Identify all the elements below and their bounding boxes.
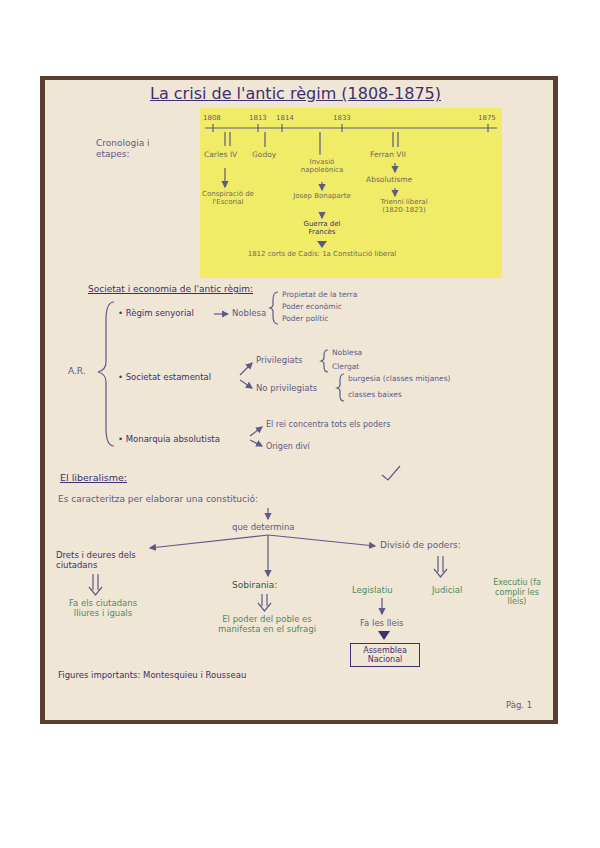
timeline-item: Conspiració de l'Escorial <box>196 190 260 207</box>
concept-label: Noblesa <box>232 308 266 318</box>
timeline-item: Josep Bonaparte <box>290 192 354 200</box>
footer-note: Figures importants: Montesquieu i Rousse… <box>58 670 246 680</box>
page-number: Pàg. 1 <box>506 700 532 710</box>
section-heading: El liberalisme: <box>60 472 127 483</box>
body-text: El poder del poble es manifesta en el su… <box>212 614 322 634</box>
year-label: 1808 <box>203 114 221 122</box>
timeline-item: Ferran VII <box>370 150 406 159</box>
section-label: Cronologia i etapes: <box>96 138 176 160</box>
year-label: 1833 <box>333 114 351 122</box>
detail-label: Origen diví <box>266 442 310 452</box>
concept-label: • Monarquia absolutista <box>118 434 220 444</box>
table-edge <box>40 76 558 724</box>
year-label: 1814 <box>276 114 294 122</box>
timeline-item: Trienni liberal (1820-1823) <box>368 198 440 215</box>
timeline-item: Guerra del Francès <box>292 220 352 237</box>
detail-label: Poder econòmic <box>282 302 342 311</box>
text-box: Assemblea Nacional <box>350 643 420 667</box>
branch-label: Sobirania: <box>232 580 277 591</box>
detail-label: Poder polític <box>282 314 328 323</box>
box-text: Assemblea Nacional <box>355 646 415 664</box>
timeline-item: Invasió napoleònica <box>288 158 356 175</box>
concept-label: Privilegiats <box>256 355 303 365</box>
detail-label: Noblesa <box>332 348 362 357</box>
concept-label: No privilegiats <box>256 383 317 393</box>
detail-label: Clergat <box>332 362 359 371</box>
power-label: Executiu (fa complir les lleis) <box>488 578 546 607</box>
timeline-item: Godoy <box>252 150 276 159</box>
year-label: 1813 <box>249 114 267 122</box>
branch-label: Divisió de poders: <box>380 540 461 551</box>
year-label: 1875 <box>478 114 496 122</box>
power-label: Judicial <box>432 585 462 595</box>
timeline-item: Absolutisme <box>366 175 412 184</box>
page-title: La crisi de l'antic règim (1808-1875) <box>150 84 441 103</box>
timeline-item: 1812 corts de Cadis: 1a Constitució libe… <box>245 250 399 258</box>
branch-label: Drets i deures dels ciutadans <box>56 550 140 570</box>
body-text: que determina <box>232 522 294 532</box>
detail-label: Propietat de la terra <box>282 290 357 299</box>
section-heading: Societat i economia de l'antic règim: <box>88 284 253 295</box>
bracket-label: A.R. <box>68 366 86 377</box>
detail-label: El rei concentra tots els poders <box>266 420 390 430</box>
concept-label: • Règim senyorial <box>118 308 194 318</box>
concept-label: • Societat estamental <box>118 372 211 382</box>
detail-label: burgesia (classes mitjanes) <box>348 374 450 383</box>
power-label: Legislatiu <box>352 585 393 595</box>
body-text: Es caracteritza per elaborar una constit… <box>58 494 258 505</box>
body-text: Fa les lleis <box>360 618 403 628</box>
timeline-item: Carles IV <box>204 150 237 159</box>
body-text: Fa els ciutadans lliures i iguals <box>58 598 148 618</box>
detail-label: classes baixes <box>348 390 402 399</box>
paper-sheet <box>45 80 553 720</box>
